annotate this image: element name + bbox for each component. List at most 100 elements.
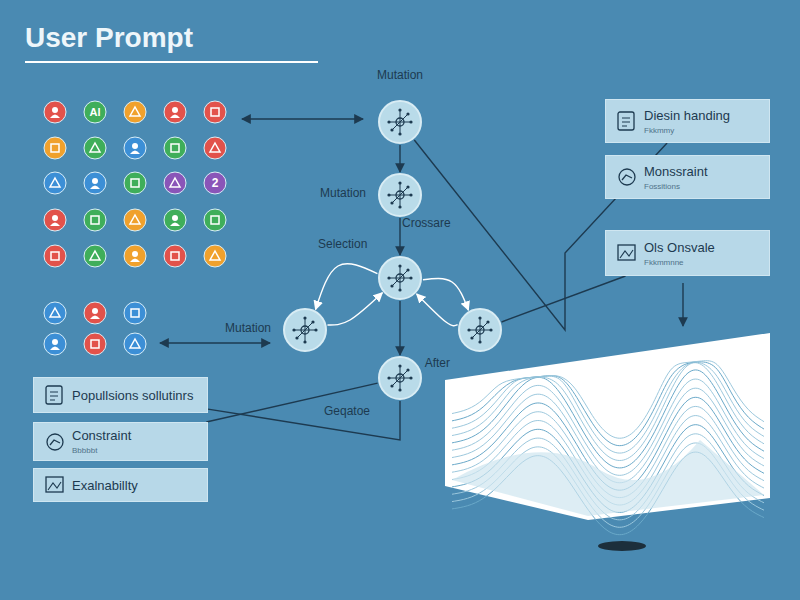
icon (44, 101, 66, 123)
icon (124, 333, 146, 355)
icon-glyph: Al (90, 106, 101, 118)
box-icon (615, 166, 639, 188)
icon (124, 302, 146, 324)
box-subtext: Fkkmmnne (644, 258, 761, 267)
box-heading: Exalnabillty (72, 478, 199, 493)
connector (399, 218, 400, 255)
icon (124, 101, 146, 123)
operator-circle: Mutation (378, 100, 422, 144)
surface-fill (452, 440, 764, 516)
icon (84, 172, 106, 194)
surface-plot (452, 361, 764, 535)
shadow (598, 541, 646, 551)
title: User Prompt (25, 22, 193, 54)
node-label: Mutation (320, 186, 366, 200)
node-label: Geqatoe (324, 404, 370, 418)
operator-circle: Mutation (283, 308, 327, 352)
icon (84, 245, 106, 267)
icon (164, 137, 186, 159)
node-label: Mutation (377, 68, 423, 82)
title-rule (25, 61, 318, 63)
box-heading: Popullsions sollutinrs (72, 388, 199, 403)
info-box: ConstraintBbbbbt (33, 422, 208, 461)
surface-line (452, 361, 764, 439)
icon (44, 137, 66, 159)
icon-grid (44, 101, 226, 355)
icon (164, 209, 186, 231)
info-box: Popullsions sollutinrs (33, 377, 208, 413)
surface-panel (445, 333, 770, 520)
box-subtext: Fossitions (644, 182, 761, 191)
icon (204, 172, 226, 194)
icon (124, 137, 146, 159)
node-glyph (285, 310, 325, 350)
icon (204, 101, 226, 123)
operator-circle: After (458, 308, 502, 352)
info-box: Exalnabillty (33, 468, 208, 502)
connector (423, 278, 468, 310)
connector (399, 145, 400, 172)
node-glyph (380, 258, 420, 298)
box-subtext: Fkkmmy (644, 126, 761, 135)
connector (316, 264, 378, 310)
double-arrow (242, 118, 363, 119)
node-label: Crossare (402, 216, 451, 230)
icon (164, 245, 186, 267)
icon (164, 172, 186, 194)
box-icon (43, 384, 67, 406)
icon (44, 333, 66, 355)
box-subtext: Bbbbbt (72, 446, 199, 455)
box-icon (615, 242, 639, 264)
operator-circle: Crossare (378, 256, 422, 300)
icon (124, 172, 146, 194)
node-glyph (380, 358, 420, 398)
icon-glyph: 2 (212, 176, 219, 190)
box-heading: Ols Onsvale (644, 240, 761, 255)
node-label: After (425, 356, 450, 370)
box-icon (615, 110, 639, 132)
info-box: MonssraintFossitions (605, 155, 770, 199)
icon (44, 209, 66, 231)
edge-note: Selection (318, 237, 367, 251)
icon (204, 209, 226, 231)
surface-line (452, 362, 764, 453)
icon (84, 302, 106, 324)
box-heading: Monssraint (644, 164, 761, 179)
box-heading: Diesin handing (644, 108, 761, 123)
node-glyph (380, 102, 420, 142)
icon (84, 333, 106, 355)
surface-line (452, 362, 764, 446)
connector (206, 383, 377, 422)
node-label: Mutation (225, 321, 271, 335)
icon (84, 209, 106, 231)
connector (399, 301, 400, 355)
icon (44, 302, 66, 324)
info-box: Ols OnsvaleFkkmmnne (605, 230, 770, 276)
node-glyph (460, 310, 500, 350)
icon (204, 245, 226, 267)
icon (44, 245, 66, 267)
connector (208, 401, 400, 440)
surface-line (452, 363, 764, 461)
connector (327, 293, 382, 325)
box-heading: Constraint (72, 428, 199, 443)
box-icon (43, 474, 67, 496)
surface-line (452, 434, 764, 520)
info-box: Diesin handingFkkmmy (605, 99, 770, 143)
node-glyph (380, 175, 420, 215)
connector (417, 294, 458, 326)
connector (502, 276, 626, 322)
icon (84, 137, 106, 159)
icon (124, 245, 146, 267)
operator-circle: Mutation (378, 173, 422, 217)
icon (124, 209, 146, 231)
arrow-to-surface (682, 283, 683, 326)
operator-circle: Geqatoe (378, 356, 422, 400)
icon (44, 172, 66, 194)
box-icon (43, 431, 67, 453)
icon (164, 101, 186, 123)
icon (204, 137, 226, 159)
